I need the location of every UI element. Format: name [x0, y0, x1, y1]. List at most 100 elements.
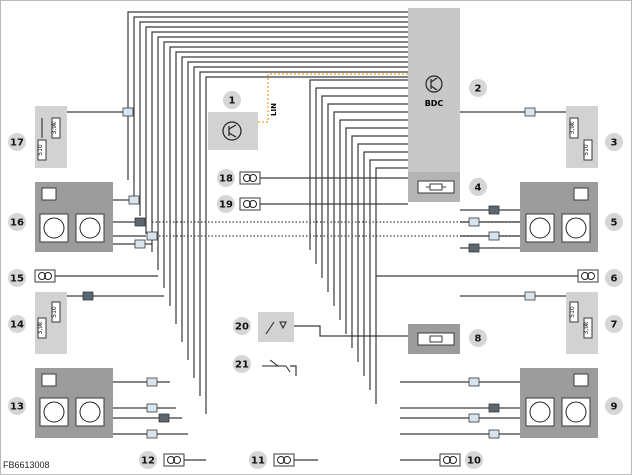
- wire: [315, 87, 408, 264]
- svg-text:3,9k: 3,9k: [569, 121, 576, 135]
- callout-2: 2: [469, 79, 487, 97]
- wire: [151, 31, 408, 252]
- wire: [193, 66, 408, 378]
- wire: [199, 71, 408, 396]
- callout-12: 12: [139, 451, 157, 469]
- sensor-18: [239, 171, 261, 185]
- svg-text:9: 9: [611, 402, 618, 413]
- svg-text:11: 11: [251, 456, 265, 467]
- connector: [488, 429, 500, 439]
- wire: [187, 61, 408, 360]
- svg-text:3: 3: [611, 138, 618, 149]
- callout-11: 11: [249, 451, 267, 469]
- svg-text:20: 20: [235, 322, 249, 333]
- callout-15: 15: [8, 269, 26, 287]
- sensor-10: [439, 453, 461, 467]
- component-21-switch: [258, 352, 291, 376]
- svg-text:17: 17: [10, 138, 24, 149]
- wire: [290, 365, 297, 376]
- callout-18: 18: [217, 169, 235, 187]
- bdc-control-unit: BDC: [408, 8, 460, 202]
- svg-text:14: 14: [10, 320, 24, 331]
- wire: [369, 159, 408, 390]
- callout-1: 1: [223, 91, 241, 109]
- svg-text:7: 7: [611, 320, 618, 331]
- wire: [357, 143, 408, 362]
- connector: [468, 243, 480, 253]
- callout-14: 14: [8, 315, 26, 333]
- connector: [158, 413, 170, 423]
- sensor-11: [273, 453, 295, 467]
- lin-bus: LIN: [258, 73, 408, 123]
- wire: [175, 51, 408, 324]
- document-id: FB6613008: [3, 460, 50, 470]
- callout-7: 7: [605, 315, 623, 333]
- callout-19: 19: [217, 195, 235, 213]
- wire: [169, 46, 408, 306]
- component-14-switch-resistor: 3,9k 510: [35, 292, 67, 354]
- connector: [468, 377, 480, 387]
- component-16-motor-module: [35, 182, 113, 252]
- sensor-6: [577, 269, 599, 283]
- svg-text:510: 510: [51, 306, 58, 318]
- wire: [157, 36, 408, 270]
- connector: [488, 403, 500, 413]
- callout-10: 10: [465, 451, 483, 469]
- wire: [345, 127, 408, 334]
- svg-text:6: 6: [611, 274, 618, 285]
- connector: [122, 107, 134, 117]
- svg-text:21: 21: [235, 360, 249, 371]
- component-17-switch-resistor: 510 3,9k: [35, 106, 67, 168]
- callout-21: 21: [233, 355, 251, 373]
- wire-bundle: [55, 11, 578, 461]
- connector: [488, 205, 500, 215]
- wire: [139, 21, 408, 216]
- sensor-12: [163, 453, 185, 467]
- component-7-switch-resistor: 510 3,9k: [566, 292, 598, 354]
- connector: [146, 231, 158, 241]
- connector: [128, 195, 140, 205]
- component-8-fuse-module: [408, 324, 460, 354]
- callout-13: 13: [8, 397, 26, 415]
- wire: [363, 151, 408, 376]
- connector: [146, 403, 158, 413]
- svg-text:4: 4: [475, 183, 482, 194]
- wire: [321, 95, 408, 278]
- wire: [375, 167, 408, 404]
- svg-text:16: 16: [10, 218, 24, 229]
- component-13-motor-module: [35, 368, 113, 438]
- svg-text:3,9k: 3,9k: [583, 321, 590, 335]
- svg-text:5: 5: [611, 218, 618, 229]
- connector: [468, 217, 480, 227]
- connector: [468, 413, 480, 423]
- callout-20: 20: [233, 317, 251, 335]
- connector: [488, 231, 500, 241]
- connector: [82, 291, 94, 301]
- component-3-switch-resistor: 3,9k 510: [566, 106, 598, 168]
- svg-text:510: 510: [569, 306, 576, 318]
- wire: [294, 325, 408, 337]
- callout-5: 5: [605, 213, 623, 231]
- svg-text:1: 1: [229, 96, 236, 107]
- callout-16: 16: [8, 213, 26, 231]
- callout-8: 8: [469, 329, 487, 347]
- svg-text:8: 8: [475, 334, 482, 345]
- wire: [327, 103, 408, 292]
- wire: [351, 135, 408, 348]
- connector: [146, 377, 158, 387]
- lin-label: LIN: [270, 103, 278, 116]
- svg-text:2: 2: [475, 84, 482, 95]
- wire: [133, 16, 408, 198]
- sensor-19: [239, 197, 261, 211]
- component-9-motor-module: [520, 368, 598, 438]
- wire: [205, 76, 408, 414]
- wire: [339, 119, 408, 320]
- callout-6: 6: [605, 269, 623, 287]
- connector: [146, 429, 158, 439]
- wire: [309, 79, 408, 250]
- svg-text:18: 18: [219, 174, 233, 185]
- wire: [145, 26, 408, 234]
- connector: [524, 291, 536, 301]
